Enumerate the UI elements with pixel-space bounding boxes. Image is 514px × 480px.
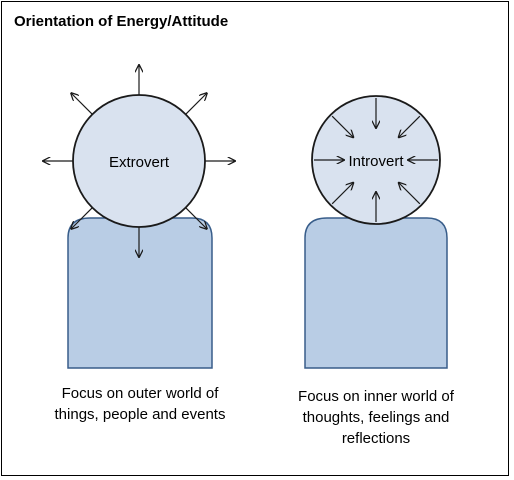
- extrovert-caption: Focus on outer world of things, people a…: [20, 383, 260, 425]
- extrovert-head: [72, 94, 206, 228]
- extrovert-caption-line: Focus on outer world of: [61, 385, 219, 402]
- arrow: [331, 115, 353, 137]
- extrovert-caption-line: things, people and events: [54, 406, 226, 423]
- arrow: [71, 207, 93, 229]
- introvert-body: [304, 217, 448, 369]
- arrow: [331, 183, 353, 205]
- arrow: [399, 115, 421, 137]
- arrow: [399, 183, 421, 205]
- introvert-arrows: [314, 98, 438, 222]
- extrovert-figure: Extrovert: [43, 65, 235, 369]
- introvert-caption-line: thoughts, feelings and: [302, 409, 450, 426]
- introvert-caption: Focus on inner world of thoughts, feelin…: [256, 386, 496, 449]
- diagram-title: Orientation of Energy/Attitude: [14, 13, 229, 30]
- arrow: [185, 93, 207, 115]
- extrovert-body: [67, 217, 213, 369]
- extrovert-arrows: [43, 65, 235, 257]
- introvert-caption-line: Focus on inner world of: [298, 388, 454, 405]
- introvert-caption-line: reflections: [341, 430, 411, 447]
- arrow: [185, 207, 207, 229]
- arrow: [71, 93, 93, 115]
- extrovert-label: Extrovert: [109, 154, 170, 171]
- introvert-label: Introvert: [348, 153, 404, 170]
- introvert-figure: Introvert: [304, 95, 448, 369]
